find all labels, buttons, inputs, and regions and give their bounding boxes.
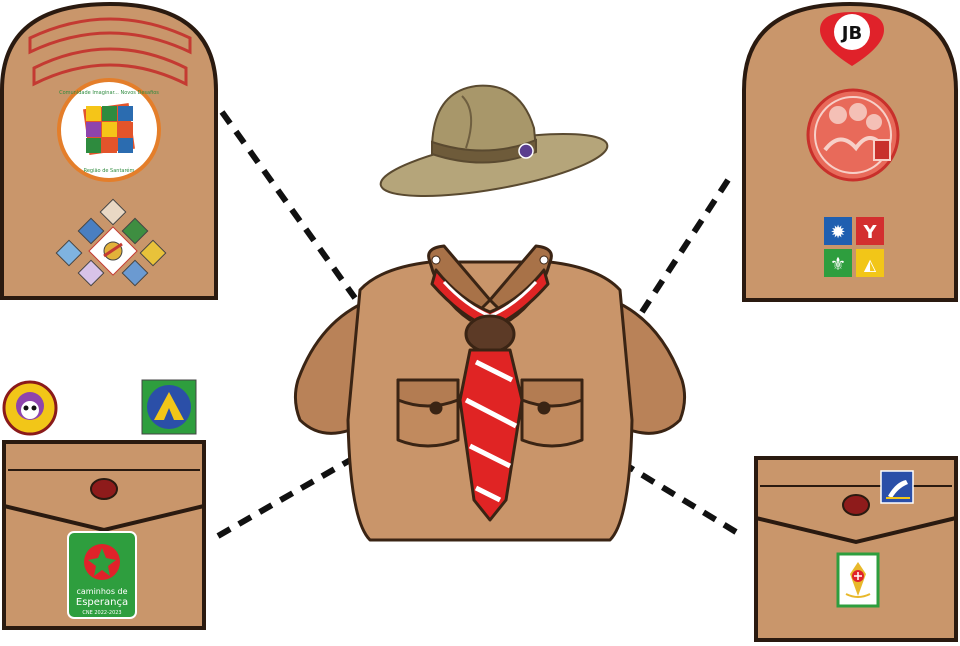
connector-top-left: [219, 110, 358, 300]
jb-badge: JB: [820, 12, 884, 66]
jb-badge-text: JB: [840, 23, 862, 44]
esperanca-line-1: caminhos de: [76, 587, 127, 596]
right-pocket-panel: [754, 456, 958, 642]
community-emblem: Comunidade Imaginar... Novos Desafios Re…: [57, 78, 161, 182]
progress-diamond-badges: [55, 198, 167, 287]
right-pocket-button: [842, 494, 870, 516]
connector-top-right: [639, 178, 731, 314]
community-emblem-top-text: Comunidade Imaginar... Novos Desafios: [59, 90, 159, 96]
patrol-circle-badge: [806, 88, 900, 182]
community-emblem-bottom-text: Região de Santarém: [84, 167, 135, 174]
left-pocket-panel: caminhos de Esperança CNE 2022-2023: [2, 379, 206, 630]
promise-badge: [880, 470, 914, 504]
left-pocket-button: [90, 478, 118, 500]
section-color-squares: ✹ Y ⚜ ◭: [824, 217, 884, 277]
sleeve-arc-tab-1: [28, 17, 192, 55]
right-sleeve-panel: JB ✹ Y ⚜ ◭: [742, 1, 958, 302]
esperanca-line-2: Esperança: [76, 597, 128, 608]
scout-shirt: [293, 244, 687, 542]
left-sleeve-panel: Comunidade Imaginar... Novos Desafios Re…: [0, 1, 218, 300]
section-square-blue-icon: ✹: [830, 222, 845, 243]
esperanca-badge: caminhos de Esperança CNE 2022-2023: [67, 531, 137, 619]
tent-badge: [141, 379, 197, 435]
campaign-hat: [379, 84, 609, 197]
section-square-yellow-icon: ◭: [864, 255, 877, 274]
esperanca-line-3: CNE 2022-2023: [82, 610, 121, 616]
scarf-tie: [458, 348, 524, 522]
cne-emblem-badge: [836, 552, 880, 608]
section-square-red-icon: Y: [862, 222, 877, 243]
panda-badge: [2, 380, 58, 436]
section-square-green-icon: ⚜: [830, 254, 846, 275]
scarf-woggle: [464, 314, 516, 354]
sleeve-arc-tab-2: [32, 47, 188, 87]
